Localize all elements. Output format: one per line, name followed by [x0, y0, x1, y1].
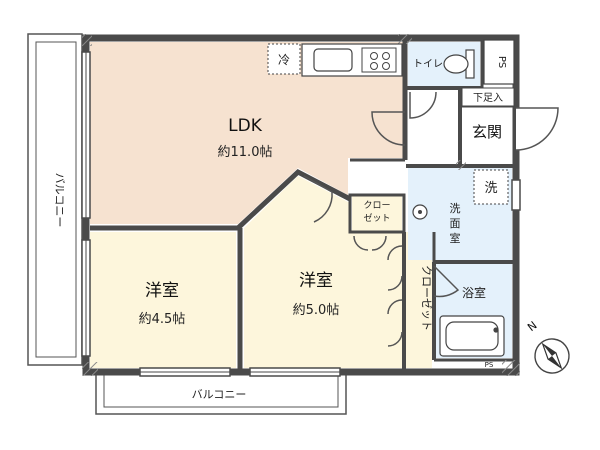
- balcony-left-inner: [35, 41, 77, 358]
- room-fills: [90, 42, 512, 368]
- western-room-2-name: 洋室: [299, 271, 333, 291]
- closet-small-label-2: ゼット: [363, 212, 390, 224]
- toilet-name: トイレ: [413, 59, 443, 70]
- washroom-name-1: 洗: [450, 202, 461, 215]
- western-room-2-size: 約5.0帖: [293, 303, 340, 318]
- bathtub-icon: [439, 315, 505, 357]
- closet-long-label: クローゼット: [420, 265, 433, 331]
- kitchen: [267, 43, 403, 77]
- hatched-walls: [82, 34, 520, 376]
- windows: [81, 51, 521, 377]
- ldk-size: 約11.0帖: [218, 145, 273, 160]
- room-labels: LDK 約11.0帖 洋室 約4.5帖 洋室 約5.0帖 玄関 洗 面 室 浴室…: [53, 53, 540, 401]
- washroom-name-2: 面: [450, 217, 461, 230]
- closet-small-area: [352, 196, 402, 230]
- washroom-name-3: 室: [450, 231, 461, 245]
- balcony-left-outline: [27, 33, 83, 366]
- pipe-space-2-label: PS: [485, 361, 494, 369]
- bath-name: 浴室: [462, 285, 486, 300]
- closet-small-label-1: クロー: [363, 200, 390, 211]
- washer-space: [473, 169, 509, 205]
- western-room-1-area: [90, 232, 236, 368]
- ldk-area: [90, 42, 405, 224]
- shoe-box-label: 下足入: [473, 92, 503, 104]
- fridge-space: [267, 43, 301, 75]
- western-room-1-name: 洋室: [145, 281, 179, 301]
- shoe-box-area: [461, 87, 515, 107]
- pipe-space-1-label: PS: [496, 56, 507, 68]
- washroom-fixtures: [412, 169, 509, 220]
- doors: [303, 91, 559, 347]
- western-room-1-size: 約4.5帖: [139, 312, 186, 327]
- balcony-left-label: バルコニー: [53, 173, 66, 228]
- compass-icon: [534, 338, 570, 374]
- balcony-bottom-outline: [95, 375, 347, 415]
- balcony-bottom-label: バルコニー: [192, 388, 247, 401]
- ldk-name: LDK: [228, 116, 263, 136]
- toilet-fixture: [443, 49, 475, 79]
- pipe-space-box: [483, 39, 515, 85]
- washer-label: 洗: [484, 181, 497, 196]
- sink-icon: [313, 48, 353, 72]
- stove-icon: [361, 47, 397, 73]
- balcony-bottom-inner: [103, 375, 339, 408]
- western-room-2-area: [244, 176, 402, 368]
- compass-north-label: N: [525, 319, 539, 334]
- fridge-label: 冷: [278, 53, 290, 67]
- entrance-name: 玄関: [472, 123, 502, 141]
